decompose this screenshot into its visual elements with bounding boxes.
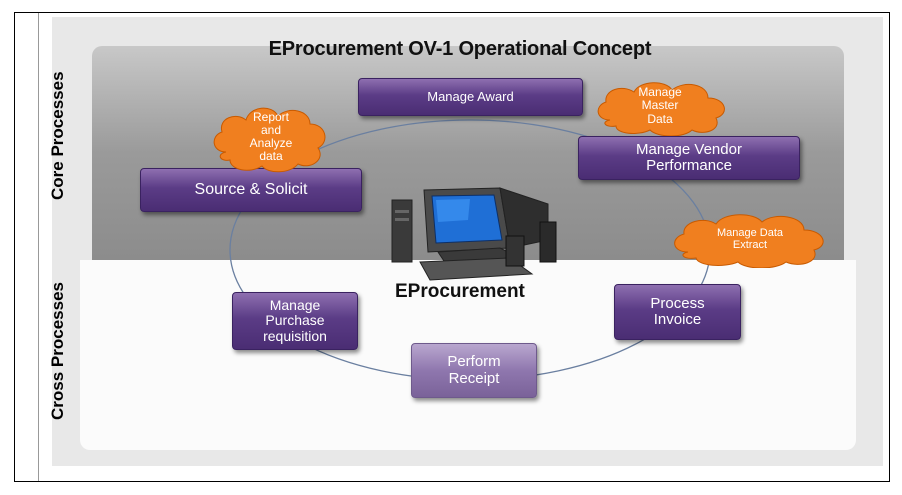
cloud-line3: Analyze xyxy=(249,136,293,150)
center-label: EProcurement xyxy=(395,281,525,302)
cloud-line1: Manage xyxy=(638,85,682,100)
process-process-invoice: Process Invoice xyxy=(614,284,741,340)
cloud-line2: Master xyxy=(641,98,679,113)
process-manage-purchase-requisition: Manage Purchase requisition xyxy=(232,292,358,350)
process-manage-vendor-performance: Manage Vendor Performance xyxy=(578,136,800,180)
process-label-line1: Process xyxy=(650,294,705,312)
cloud-manage-master-data xyxy=(597,82,725,136)
page-title: EProcurement OV-1 Operational Concept xyxy=(268,38,652,60)
process-label: Source & Solicit xyxy=(194,181,308,199)
cloud-report-analyze xyxy=(213,107,326,173)
cloud-line1: Report xyxy=(252,109,290,124)
cloud-line4: data xyxy=(259,149,283,164)
cloud-line2: Extract xyxy=(732,239,768,251)
process-label-line2: Receipt xyxy=(448,369,500,387)
process-label-line1: Manage xyxy=(269,296,321,313)
process-label-line2: Invoice xyxy=(653,311,702,328)
process-label-line3: requisition xyxy=(263,327,327,344)
process-manage-award: Manage Award xyxy=(358,78,583,116)
cloud-manage-master-data-label: Manage Master Data xyxy=(612,80,708,132)
cloud-manage-data-extract-label: Manage Data Extract xyxy=(700,218,800,260)
process-label-line1: Manage Vendor xyxy=(636,140,742,158)
process-label-line2: Purchase xyxy=(265,312,325,329)
cloud-report-analyze-label: Report and Analyze data xyxy=(232,104,310,170)
process-label-line2: Performance xyxy=(646,157,732,174)
cloud-line1: Manage Data xyxy=(716,226,784,239)
process-perform-receipt: Perform Receipt xyxy=(411,343,537,398)
figure-frame xyxy=(14,12,890,482)
cloud-line3: Data xyxy=(647,111,673,126)
cloud-line2: and xyxy=(260,122,282,137)
cloud-manage-data-extract xyxy=(674,214,824,268)
process-label-line1: Perform xyxy=(447,353,501,370)
process-label: Manage Award xyxy=(427,88,514,104)
